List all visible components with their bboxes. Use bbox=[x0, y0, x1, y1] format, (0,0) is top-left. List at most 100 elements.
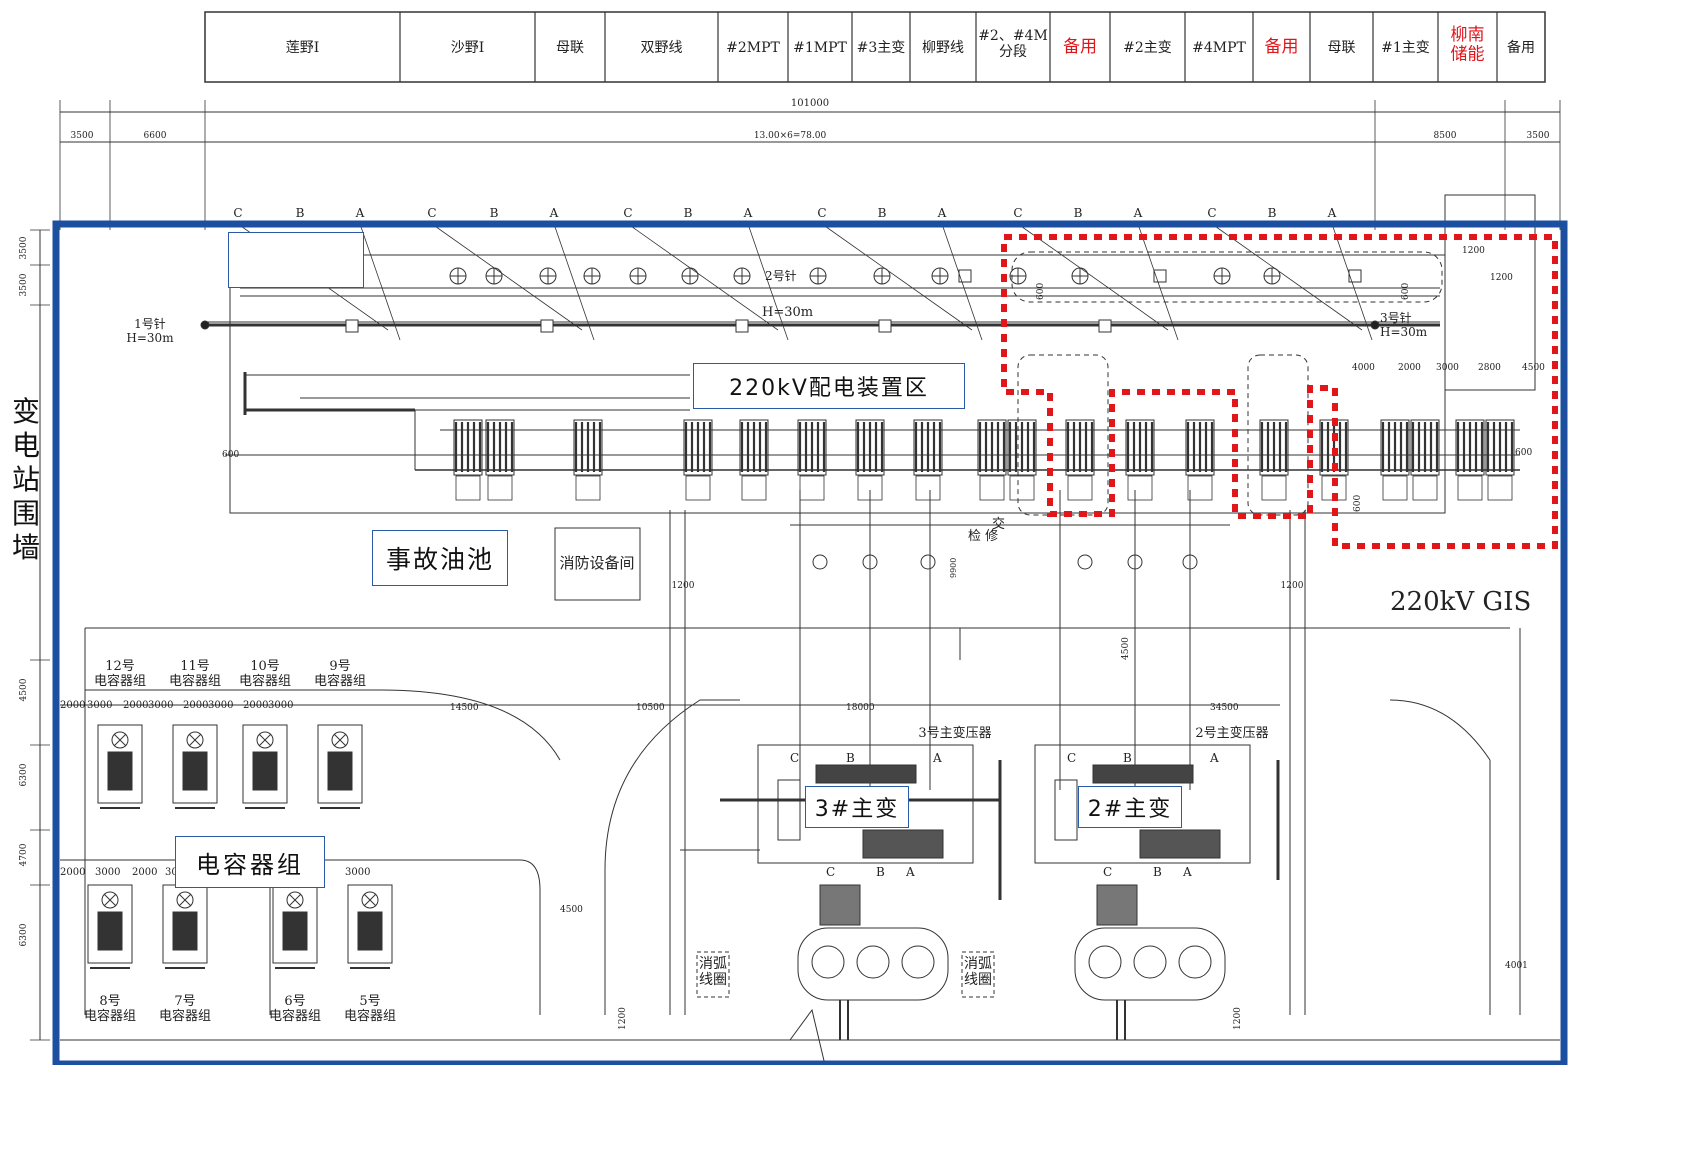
phase-drop-line bbox=[553, 223, 595, 341]
phase-label: B bbox=[490, 206, 499, 220]
insulator-box bbox=[958, 269, 972, 283]
gis-bay-base bbox=[1067, 475, 1093, 501]
capacitor-unit-frame bbox=[97, 724, 143, 804]
capacitor-group-label: 6号电容器组 bbox=[269, 994, 321, 1024]
capacitor-fan-line bbox=[333, 733, 347, 747]
capacitor-core bbox=[172, 911, 198, 951]
capacitor-unit-frame bbox=[347, 884, 393, 964]
dimension-text: 4500 bbox=[560, 905, 583, 915]
transformer-tank bbox=[819, 884, 861, 926]
phase-label: B bbox=[1074, 206, 1083, 220]
dimension-text: 3500 bbox=[1527, 131, 1550, 141]
phase-label: C bbox=[623, 206, 632, 220]
phase-label: A bbox=[549, 206, 559, 220]
arc-coil-box bbox=[696, 951, 730, 998]
phase-label: C bbox=[427, 206, 436, 220]
capacitor-unit-frame bbox=[242, 724, 288, 804]
road-curve bbox=[85, 689, 561, 761]
dimension-text: 4000 bbox=[1352, 363, 1375, 373]
gis-bay-base bbox=[1487, 475, 1513, 501]
capacitor-core bbox=[282, 911, 308, 951]
road-curve bbox=[604, 699, 740, 1015]
capacitor-fan-symbol bbox=[361, 891, 379, 909]
capacitor-fan-symbol bbox=[176, 891, 194, 909]
gis-bay-body bbox=[573, 419, 603, 476]
capacitor-group-label: 11号电容器组 bbox=[169, 659, 221, 689]
dimension-text: 2000 bbox=[132, 867, 157, 878]
transformer-phase: B bbox=[1123, 751, 1132, 765]
gis-bay-body bbox=[1125, 419, 1155, 476]
dimension-text: 2000 bbox=[123, 700, 148, 711]
header-cell-label: 备用 bbox=[1265, 37, 1299, 57]
connection-circle bbox=[1182, 554, 1198, 570]
capacitor-core bbox=[182, 751, 208, 791]
capacitor-fan-line bbox=[113, 733, 127, 747]
lightning-rod-marker bbox=[200, 320, 210, 330]
transformer-bushings bbox=[1092, 764, 1194, 784]
highlighted-bays-outline bbox=[1001, 234, 1558, 549]
dimension-text: 9900 bbox=[949, 558, 958, 578]
gis-bay-body bbox=[1259, 419, 1289, 476]
gis-bay-body bbox=[1485, 419, 1515, 476]
station-wall-boundary bbox=[52, 220, 1568, 1065]
cable-trench-cloud bbox=[1017, 354, 1109, 516]
gis-bay-base bbox=[1412, 475, 1438, 501]
transformer-2-label: 2#主变 bbox=[1078, 786, 1182, 828]
dimension-text: 4500 bbox=[1522, 363, 1545, 373]
dimension-text: 8500 bbox=[1434, 131, 1457, 141]
insulator-box bbox=[1348, 269, 1362, 283]
dimension-text: 13.00×6=78.00 bbox=[754, 131, 827, 141]
transformer-phase: A bbox=[1182, 865, 1192, 879]
header-cell-label: #2MPT bbox=[726, 40, 780, 56]
capacitor-group-label: 8号电容器组 bbox=[84, 994, 136, 1024]
gis-bay-base bbox=[575, 475, 601, 501]
header-cell-label: #4MPT bbox=[1192, 40, 1246, 56]
lightning-rod-2-label: 2号针 bbox=[765, 268, 797, 283]
cable-trench-cloud bbox=[1011, 251, 1443, 303]
phase-label: B bbox=[1268, 206, 1277, 220]
dimension-text: 3000 bbox=[345, 867, 370, 878]
gis-bay-base bbox=[1127, 475, 1153, 501]
dimension-text: 600 bbox=[1353, 495, 1363, 512]
dimension-text: 3000 bbox=[95, 867, 120, 878]
capacitor-road-curve bbox=[519, 859, 541, 1015]
capacitor-fan-symbol bbox=[101, 891, 119, 909]
gis-bay-base bbox=[799, 475, 825, 501]
connection-circle bbox=[812, 554, 828, 570]
phase-label: A bbox=[743, 206, 753, 220]
capacitor-fan-line bbox=[103, 893, 117, 907]
gis-bay-base bbox=[979, 475, 1005, 501]
capacitor-fan-line bbox=[363, 893, 377, 907]
capacitor-core bbox=[107, 751, 133, 791]
busbar-joint bbox=[735, 319, 749, 333]
phase-drop-line bbox=[627, 223, 779, 331]
phase-drop-line bbox=[821, 223, 973, 331]
blank-label-box bbox=[228, 232, 364, 288]
header-cell-label: #3主变 bbox=[857, 40, 906, 56]
transformer-winding-circle bbox=[811, 945, 845, 979]
road-curve bbox=[1389, 699, 1491, 761]
capacitor-group-label: 5号电容器组 bbox=[344, 994, 396, 1024]
phase-drop-line bbox=[941, 223, 983, 341]
dimension-text: 2000 bbox=[1398, 363, 1421, 373]
dimension-text: 1200 bbox=[618, 1007, 628, 1030]
transformer-winding-circle bbox=[901, 945, 935, 979]
transformer-cooler bbox=[1139, 829, 1221, 859]
header-cell-label: 母联 bbox=[556, 40, 584, 56]
transformer-winding-circle bbox=[1178, 945, 1212, 979]
capacitor-fan-symbol bbox=[256, 731, 274, 749]
transformer-phase: B bbox=[1153, 865, 1162, 879]
phase-label: B bbox=[684, 206, 693, 220]
capacitor-group-label: 9号电容器组 bbox=[314, 659, 366, 689]
gis-bay-base bbox=[915, 475, 941, 501]
header-cell-label: 母联 bbox=[1328, 40, 1356, 56]
rod-3-stand bbox=[1444, 194, 1536, 391]
fire-equipment-room bbox=[554, 527, 641, 601]
transformer-cooler bbox=[862, 829, 944, 859]
transformer-winding-circle bbox=[1088, 945, 1122, 979]
gis-bay-body bbox=[977, 419, 1007, 476]
